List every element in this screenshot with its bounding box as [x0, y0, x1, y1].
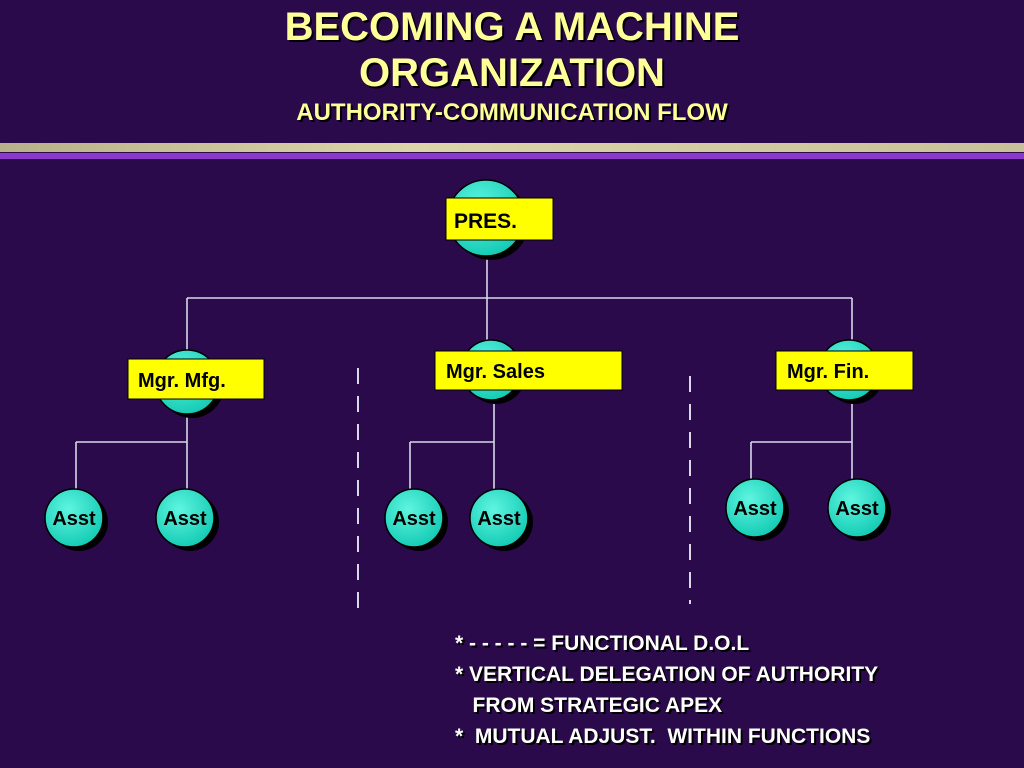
- assistant-node-sales-2: Asst: [469, 488, 533, 551]
- assistant-node-fin-1: Asst: [725, 478, 789, 541]
- manager-node-fin: Mgr. Fin.: [775, 339, 914, 404]
- slide-title-line-1: BECOMING A MACHINE: [284, 5, 740, 49]
- slide-title-line-2: ORGANIZATION: [359, 51, 665, 95]
- title-divider-gold: [0, 143, 1024, 152]
- note-strategic-apex: FROM STRATEGIC APEX: [455, 694, 723, 717]
- assistant-label: Asst: [835, 498, 879, 520]
- manager-node-mfg: Mgr. Mfg.: [127, 349, 265, 418]
- title-block: BECOMING A MACHINE ORGANIZATION AUTHORIT…: [0, 4, 1024, 128]
- assistant-label: Asst: [733, 498, 777, 520]
- assistant-node-sales-1: Asst: [384, 488, 448, 551]
- note-functional-dol: * - - - - - = FUNCTIONAL D.O.L: [455, 632, 750, 655]
- president-node: PRES.: [445, 179, 554, 260]
- manager-label-mfg: Mgr. Mfg.: [138, 370, 226, 392]
- president-label: PRES.: [454, 210, 517, 233]
- assistant-label: Asst: [392, 508, 436, 530]
- notes-block: * - - - - - = FUNCTIONAL D.O.L * VERTICA…: [455, 628, 878, 752]
- assistant-label: Asst: [52, 508, 96, 530]
- note-mutual-adjustment: * MUTUAL ADJUST. WITHIN FUNCTIONS: [455, 725, 871, 748]
- assistant-node-mfg-2: Asst: [155, 488, 219, 551]
- title-divider-purple: [0, 153, 1024, 159]
- slide-subtitle: AUTHORITY-COMMUNICATION FLOW: [296, 99, 728, 126]
- note-vertical-delegation: * VERTICAL DELEGATION OF AUTHORITY: [455, 663, 879, 686]
- assistant-label: Asst: [477, 508, 521, 530]
- manager-node-sales: Mgr. Sales: [434, 339, 623, 404]
- assistant-label: Asst: [163, 508, 207, 530]
- assistant-node-fin-2: Asst: [827, 478, 891, 541]
- manager-label-sales: Mgr. Sales: [446, 361, 545, 383]
- assistant-node-mfg-1: Asst: [44, 488, 108, 551]
- manager-label-fin: Mgr. Fin.: [787, 361, 869, 383]
